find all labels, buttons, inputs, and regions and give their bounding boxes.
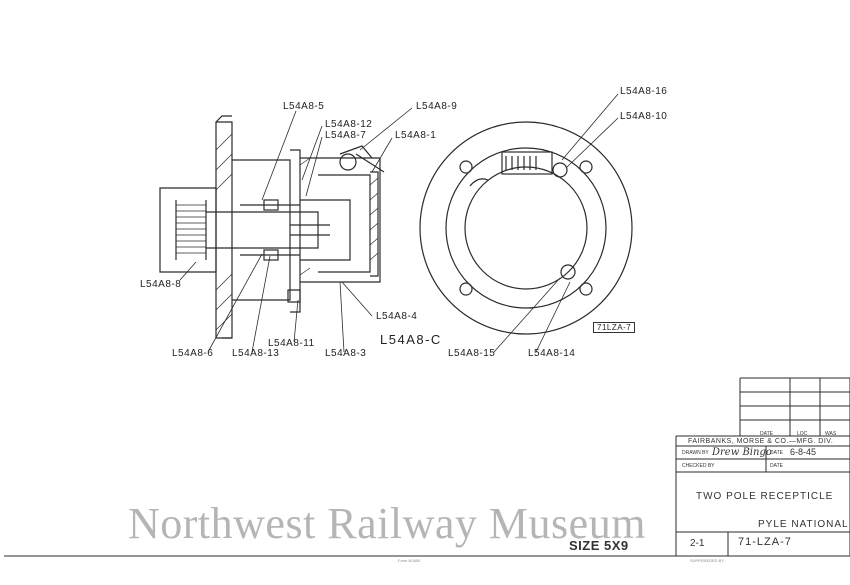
- date-label-2: DATE: [770, 463, 783, 469]
- label-l54a8-4: L54A8-4: [376, 311, 418, 322]
- label-l54a8-1: L54A8-1: [395, 130, 437, 141]
- leader-lines: [179, 93, 619, 353]
- customer-name: PYLE NATIONAL: [758, 519, 849, 530]
- label-l54a8-9: L54A8-9: [416, 101, 458, 112]
- watermark: Northwest Railway Museum: [128, 499, 646, 548]
- date-label: DATE: [770, 450, 783, 456]
- label-l54a8-3: L54A8-3: [325, 348, 367, 359]
- drawing-title: TWO POLE RECEPTICLE: [696, 491, 834, 502]
- revision-was-header: WAS: [825, 431, 837, 437]
- title-block-lines: [4, 377, 850, 557]
- drawing-number: 71-LZA-7: [738, 536, 792, 548]
- drawn-by-label: DRAWN BY: [682, 450, 709, 456]
- side-section-view: [159, 115, 385, 339]
- drawn-by-signature: Drew Bingo: [712, 447, 772, 458]
- front-view: [419, 121, 633, 335]
- label-l54a8-12: L54A8-12: [325, 119, 373, 130]
- label-l54a8-c: L54A8-C: [380, 332, 442, 347]
- label-l54a8-7: L54A8-7: [325, 130, 367, 141]
- drawing-tag: 71LZA-7: [593, 322, 636, 333]
- checked-by-label: CHECKED BY: [682, 463, 715, 469]
- label-l54a8-8: L54A8-8: [140, 279, 182, 290]
- label-l54a8-14: L54A8-14: [528, 348, 576, 359]
- drawing-date: 6-8-45: [790, 447, 817, 457]
- label-l54a8-16: L54A8-16: [620, 86, 668, 97]
- form-label: Form M-585: [398, 558, 420, 563]
- revision-date-header: DATE: [760, 431, 773, 437]
- label-l54a8-11: L54A8-11: [268, 338, 315, 349]
- label-l54a8-13: L54A8-13: [232, 348, 280, 359]
- sheet-size: SIZE 5X9: [569, 538, 629, 553]
- label-l54a8-5: L54A8-5: [283, 101, 325, 112]
- revision-loc-header: LOC: [797, 431, 808, 437]
- superseded-label: SUPERSEDED BY: [690, 558, 725, 563]
- sheet-number: 2-1: [690, 538, 705, 549]
- label-l54a8-6: L54A8-6: [172, 348, 214, 359]
- company-name: FAIRBANKS, MORSE & CO.—MFG. DIV.: [688, 438, 834, 445]
- label-l54a8-15: L54A8-15: [448, 348, 496, 359]
- label-l54a8-10: L54A8-10: [620, 111, 668, 122]
